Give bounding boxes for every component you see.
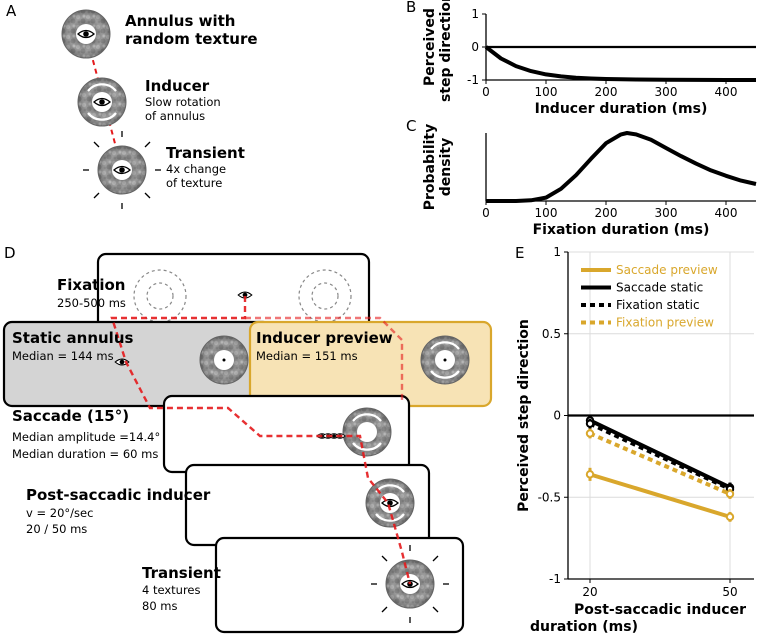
series-line bbox=[589, 431, 731, 496]
x-tick-label: 200 bbox=[595, 85, 618, 99]
panel-a-letter: A bbox=[6, 2, 17, 20]
stage-saccade-desc-1: Median amplitude =14.4° bbox=[12, 430, 160, 444]
step-3-title: Transient bbox=[166, 144, 245, 162]
y-axis-label: Perceived step direction bbox=[516, 319, 532, 512]
series-line bbox=[486, 131, 757, 203]
stage-transient-title: Transient bbox=[142, 564, 221, 582]
panel-d-letter: D bbox=[4, 244, 16, 262]
stage-saccade-desc-2: Median duration = 60 ms bbox=[12, 447, 158, 461]
panel-d: D Fixation bbox=[2, 244, 493, 634]
y-axis-label: Probability bbox=[422, 124, 438, 211]
panel-letter: B bbox=[406, 0, 416, 16]
saccade-annulus-image bbox=[342, 407, 392, 457]
data-point bbox=[725, 512, 735, 522]
stage-preview-desc: Median = 151 ms bbox=[256, 349, 358, 363]
dashed-ring bbox=[146, 282, 174, 310]
step-3-desc-line-1: 4x change bbox=[166, 162, 226, 176]
y-tick-label: 1 bbox=[553, 245, 561, 259]
x-tick-label: 200 bbox=[595, 206, 618, 220]
step-1-title-line-1: Annulus with bbox=[125, 12, 235, 30]
x-tick-label: 100 bbox=[535, 206, 558, 220]
x-tick-label: 400 bbox=[715, 85, 738, 99]
stage-post-desc-2: 20 / 50 ms bbox=[26, 522, 87, 536]
stage-saccade-title: Saccade (15°) bbox=[12, 407, 129, 425]
data-point bbox=[585, 470, 595, 479]
annulus-texture-image bbox=[61, 9, 111, 59]
saccade-path bbox=[110, 296, 412, 585]
stage-static-title: Static annulus bbox=[12, 329, 134, 347]
y-axis-label: step direction bbox=[438, 0, 454, 102]
step-3-desc-line-2: of texture bbox=[166, 176, 222, 190]
step-2-desc-line-2: of annulus bbox=[145, 109, 205, 123]
annulus-transient-image bbox=[82, 130, 162, 210]
data-point bbox=[725, 489, 735, 499]
x-tick-label: 20 bbox=[582, 585, 597, 599]
stage-fixation-desc: 250-500 ms bbox=[57, 296, 126, 310]
legend-label: Fixation preview bbox=[616, 316, 714, 330]
series-line bbox=[484, 45, 756, 82]
series-line bbox=[589, 472, 731, 519]
x-tick-label: 300 bbox=[655, 85, 678, 99]
dashed-ring bbox=[311, 282, 339, 310]
stage-fixation-title: Fixation bbox=[57, 276, 125, 294]
y-tick-label: 0 bbox=[471, 40, 479, 54]
stage-static-desc: Median = 144 ms bbox=[12, 349, 114, 363]
preview-annulus-image bbox=[420, 335, 470, 385]
legend-label: Saccade static bbox=[616, 281, 703, 295]
y-tick-label: 0.5 bbox=[542, 327, 561, 341]
data-point bbox=[585, 419, 595, 428]
stage-preview-title: Inducer preview bbox=[256, 329, 393, 347]
stage-transient-desc-2: 80 ms bbox=[142, 599, 177, 613]
x-axis-label: Inducer duration (ms) bbox=[535, 101, 708, 117]
y-tick-label: 1 bbox=[471, 7, 479, 21]
x-axis-label: Fixation duration (ms) bbox=[533, 222, 710, 238]
stage-post-title: Post-saccadic inducer bbox=[26, 486, 211, 504]
y-axis-label: Perceived bbox=[422, 8, 438, 86]
legend-label: Fixation static bbox=[616, 298, 700, 312]
x-axis-label: Post-saccadic inducer bbox=[574, 602, 746, 618]
x-tick-label: 100 bbox=[535, 85, 558, 99]
step-1-title-line-2: random texture bbox=[125, 30, 258, 48]
x-tick-label: 0 bbox=[482, 206, 490, 220]
legend-label: Saccade preview bbox=[616, 263, 718, 277]
y-tick-label: -1 bbox=[549, 572, 561, 586]
y-tick-label: -1 bbox=[467, 73, 479, 87]
panel-a: A Annulus with random texture Inducer Sl… bbox=[6, 2, 258, 210]
annulus-inducer-image bbox=[77, 77, 127, 127]
panel-letter: E bbox=[515, 244, 524, 262]
stage-post-desc-1: v = 20°/sec bbox=[26, 506, 93, 520]
step-2-title: Inducer bbox=[145, 77, 210, 95]
data-point bbox=[585, 429, 595, 438]
stage-transient-desc-1: 4 textures bbox=[142, 583, 201, 597]
x-tick-label: 0 bbox=[482, 85, 490, 99]
x-axis-label: duration (ms) bbox=[530, 619, 638, 635]
x-tick-label: 400 bbox=[715, 206, 738, 220]
dashed-ring bbox=[298, 269, 352, 323]
y-tick-label: 0 bbox=[553, 409, 561, 423]
dashed-ring bbox=[133, 269, 187, 323]
x-tick-label: 50 bbox=[722, 585, 737, 599]
x-tick-label: 300 bbox=[655, 206, 678, 220]
static-annulus-image bbox=[199, 335, 249, 385]
y-axis-label: density bbox=[438, 138, 454, 196]
series-line bbox=[589, 421, 731, 491]
saccade-path bbox=[245, 316, 404, 400]
panel-letter: C bbox=[406, 117, 416, 135]
y-tick-label: -0.5 bbox=[538, 490, 561, 504]
step-2-desc-line-1: Slow rotation bbox=[145, 95, 221, 109]
